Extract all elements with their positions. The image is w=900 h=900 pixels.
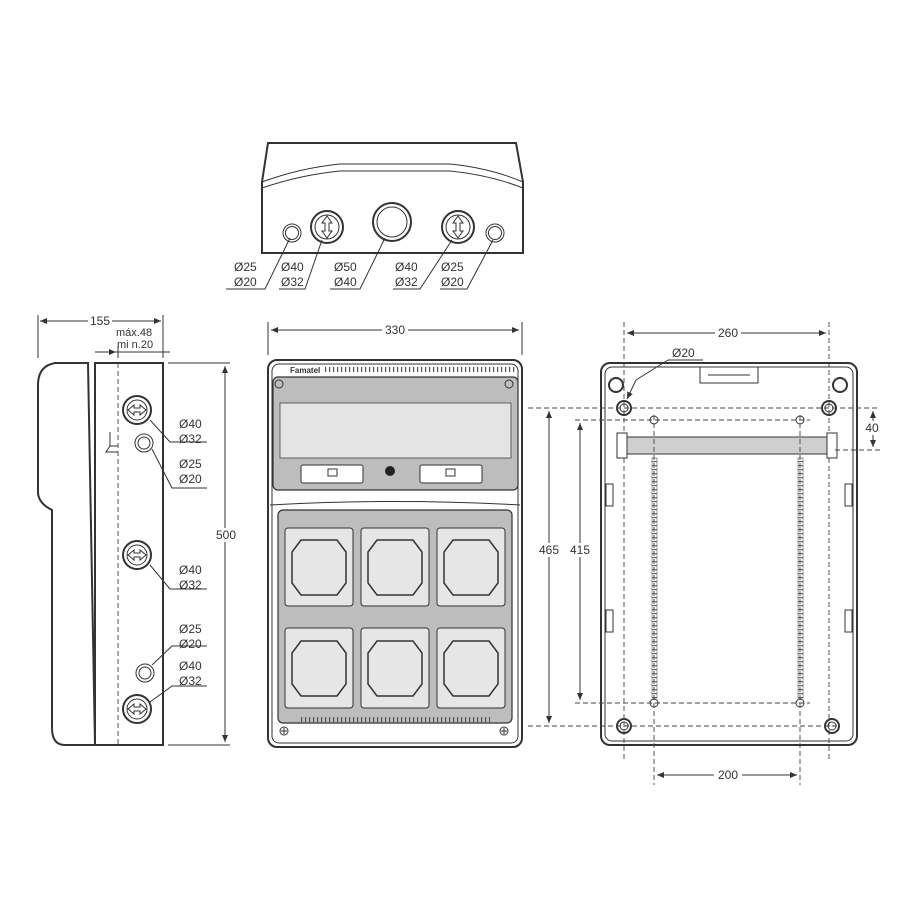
front-vent-top — [325, 367, 515, 372]
top-label-4b: Ø32 — [395, 275, 418, 289]
top-label-3a: Ø50 — [334, 260, 357, 274]
top-hole-1 — [282, 223, 302, 243]
side-label-4a: Ø25 — [179, 622, 202, 636]
side-gland-2 — [122, 540, 152, 570]
side-label-1b: Ø32 — [179, 432, 202, 446]
back-offset-dim: 40 — [865, 421, 879, 435]
side-view: 155 máx.48 mi n.20 500 Ø40 Ø32 Ø25 Ø20 Ø… — [37, 313, 238, 746]
top-label-2b: Ø32 — [281, 275, 304, 289]
back-post-right — [797, 457, 804, 699]
side-label-2b: Ø20 — [179, 472, 202, 486]
side-min-label: mi n.20 — [117, 339, 153, 351]
front-width-dim: 330 — [385, 323, 405, 337]
socket-6 — [436, 627, 506, 709]
socket-2 — [360, 527, 430, 607]
top-hole-2 — [485, 223, 505, 243]
socket-4 — [284, 627, 354, 709]
back-bottom-dim: 200 — [718, 768, 738, 782]
side-hole-2 — [135, 663, 155, 683]
socket-3 — [436, 527, 506, 607]
side-gland-1 — [122, 395, 152, 425]
top-label-5a: Ø25 — [441, 260, 464, 274]
front-vent-bottom — [300, 717, 490, 723]
side-label-4b: Ø20 — [179, 637, 202, 651]
back-post-left — [651, 457, 658, 699]
side-label-3b: Ø32 — [179, 578, 202, 592]
side-gland-3 — [122, 694, 152, 724]
front-view: 330 Famatel — [267, 322, 523, 748]
top-label-4a: Ø40 — [395, 260, 418, 274]
top-label-2a: Ø40 — [281, 260, 304, 274]
back-height-inner-dim: 415 — [570, 543, 590, 557]
side-width-dim: 155 — [90, 314, 110, 328]
back-width-dim: 260 — [718, 326, 738, 340]
side-max-label: máx.48 — [116, 327, 152, 339]
top-label-3b: Ø40 — [334, 275, 357, 289]
socket-1 — [284, 527, 354, 607]
side-label-5a: Ø40 — [179, 659, 202, 673]
back-height-outer-dim: 465 — [539, 543, 559, 557]
front-lock — [385, 466, 395, 476]
side-label-2a: Ø25 — [179, 457, 202, 471]
back-hole-label: Ø20 — [672, 346, 695, 360]
top-view: Ø25 Ø20 Ø40 Ø32 Ø50 Ø40 Ø40 Ø32 Ø25 Ø20 — [226, 142, 524, 290]
side-hole-1 — [134, 433, 154, 453]
side-label-1a: Ø40 — [179, 417, 202, 431]
top-gland-2 — [441, 210, 475, 244]
socket-5 — [360, 627, 430, 709]
top-label-1b: Ø20 — [234, 275, 257, 289]
top-gland-1 — [310, 210, 344, 244]
top-label-5b: Ø20 — [441, 275, 464, 289]
side-label-5b: Ø32 — [179, 674, 202, 688]
side-height-dim: 500 — [216, 528, 236, 542]
front-brand: Famatel — [290, 366, 320, 375]
top-hole-center — [372, 202, 412, 242]
top-label-1a: Ø25 — [234, 260, 257, 274]
side-label-3a: Ø40 — [179, 563, 202, 577]
back-view: 260 Ø20 — [528, 322, 882, 785]
back-din-rail — [616, 436, 838, 455]
front-window-glass — [279, 402, 512, 459]
